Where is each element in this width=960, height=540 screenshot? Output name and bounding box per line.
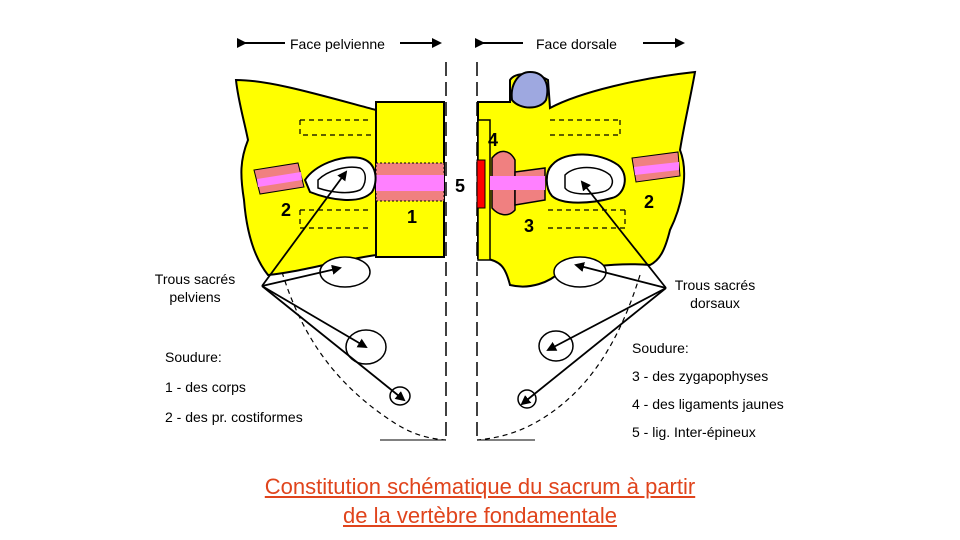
header-left-label: Face pelvienne <box>290 36 385 52</box>
number-1: 1 <box>407 207 418 227</box>
right-legend-item: 3 - des zygapophyses <box>632 368 769 384</box>
left-sacrum-outline <box>281 271 447 441</box>
right-legend: Soudure: 3 - des zygapophyses 4 - des li… <box>632 334 784 446</box>
number-2-right: 2 <box>644 192 655 212</box>
left-dashed-lower <box>299 209 372 229</box>
header-right-label: Face dorsale <box>536 36 617 52</box>
spinous-process <box>510 70 549 109</box>
right-dashed-upper <box>550 119 621 136</box>
right-legend-title: Soudure: <box>632 340 689 356</box>
left-legend-item: 1 - des corps <box>165 379 246 395</box>
pelvic-foramina-arrows <box>261 170 406 402</box>
dorsal-foramina-label: Trous sacrés dorsaux <box>674 277 756 311</box>
number-2-left: 2 <box>281 200 292 220</box>
caption-line-2: de la vertèbre fondamentale <box>343 503 617 528</box>
right-legend-item: 4 - des ligaments jaunes <box>632 396 784 412</box>
number-4: 4 <box>488 130 499 150</box>
dorsal-foramina-arrows <box>520 180 667 406</box>
pelvic-foramina-label: Trous sacrés pelviens <box>154 271 236 305</box>
left-dashed-upper <box>299 119 372 136</box>
left-legend-item: 2 - des pr. costiformes <box>165 409 303 425</box>
left-foramen-lower <box>319 256 371 288</box>
caption-line-1: Constitution schématique du sacrum à par… <box>264 474 696 499</box>
right-sacrum-outline <box>476 274 641 441</box>
left-legend: Soudure: 1 - des corps 2 - des pr. costi… <box>165 342 303 432</box>
left-disc-inner <box>376 175 444 191</box>
right-legend-item: 5 - lig. Inter-épineux <box>632 424 756 440</box>
number-3: 3 <box>524 216 535 236</box>
right-foramen-lower <box>553 256 607 288</box>
right-foramen-upper <box>545 153 626 204</box>
number-5: 5 <box>455 176 466 196</box>
right-dashed-lower <box>548 209 626 229</box>
interspinous-ligament <box>476 159 486 209</box>
left-legend-title: Soudure: <box>165 349 222 365</box>
